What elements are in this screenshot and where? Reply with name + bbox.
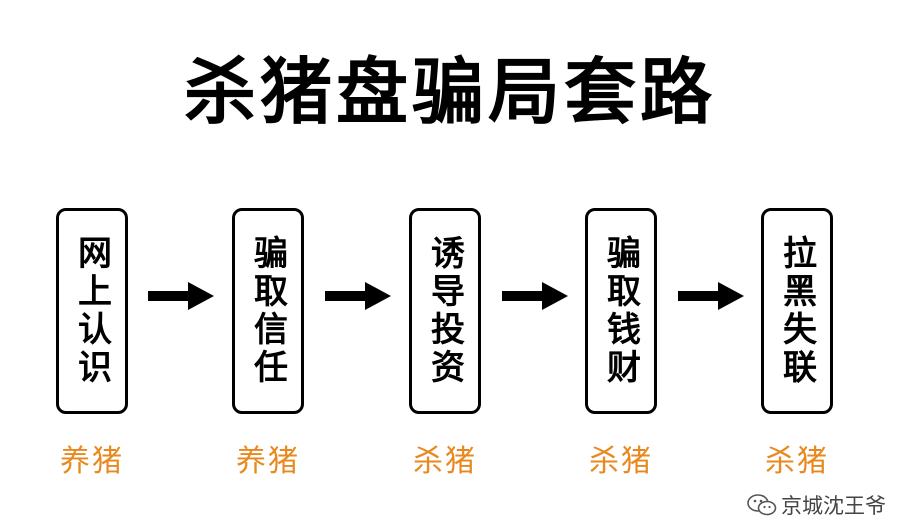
arrow-icon-2 <box>325 282 391 310</box>
stage-label-5: 杀猪 <box>765 444 829 479</box>
stage-label-3: 杀猪 <box>413 444 477 479</box>
stage-label-4: 杀猪 <box>589 444 653 479</box>
step-box-2: 骗取信任 <box>232 208 304 414</box>
step-box-4: 骗取钱财 <box>585 208 657 414</box>
step-label-3: 诱导投资 <box>424 235 465 387</box>
stage-label-1: 养猪 <box>60 444 124 479</box>
step-label-4: 骗取钱财 <box>600 235 641 387</box>
step-label-2: 骗取信任 <box>247 235 288 387</box>
step-box-5: 拉黑失联 <box>761 208 833 414</box>
watermark: 京城沈王爷 <box>747 490 886 520</box>
step-label-5: 拉黑失联 <box>776 235 817 387</box>
step-box-3: 诱导投资 <box>409 208 481 414</box>
step-box-1: 网上认识 <box>56 208 128 414</box>
arrow-icon-4 <box>678 282 744 310</box>
step-label-1: 网上认识 <box>71 235 112 387</box>
watermark-text: 京城沈王爷 <box>781 494 886 518</box>
wechat-icon <box>747 494 777 516</box>
stage-label-2: 养猪 <box>236 444 300 479</box>
arrow-icon-1 <box>148 282 214 310</box>
diagram-title: 杀猪盘骗局套路 <box>183 50 716 134</box>
arrow-icon-3 <box>502 282 568 310</box>
